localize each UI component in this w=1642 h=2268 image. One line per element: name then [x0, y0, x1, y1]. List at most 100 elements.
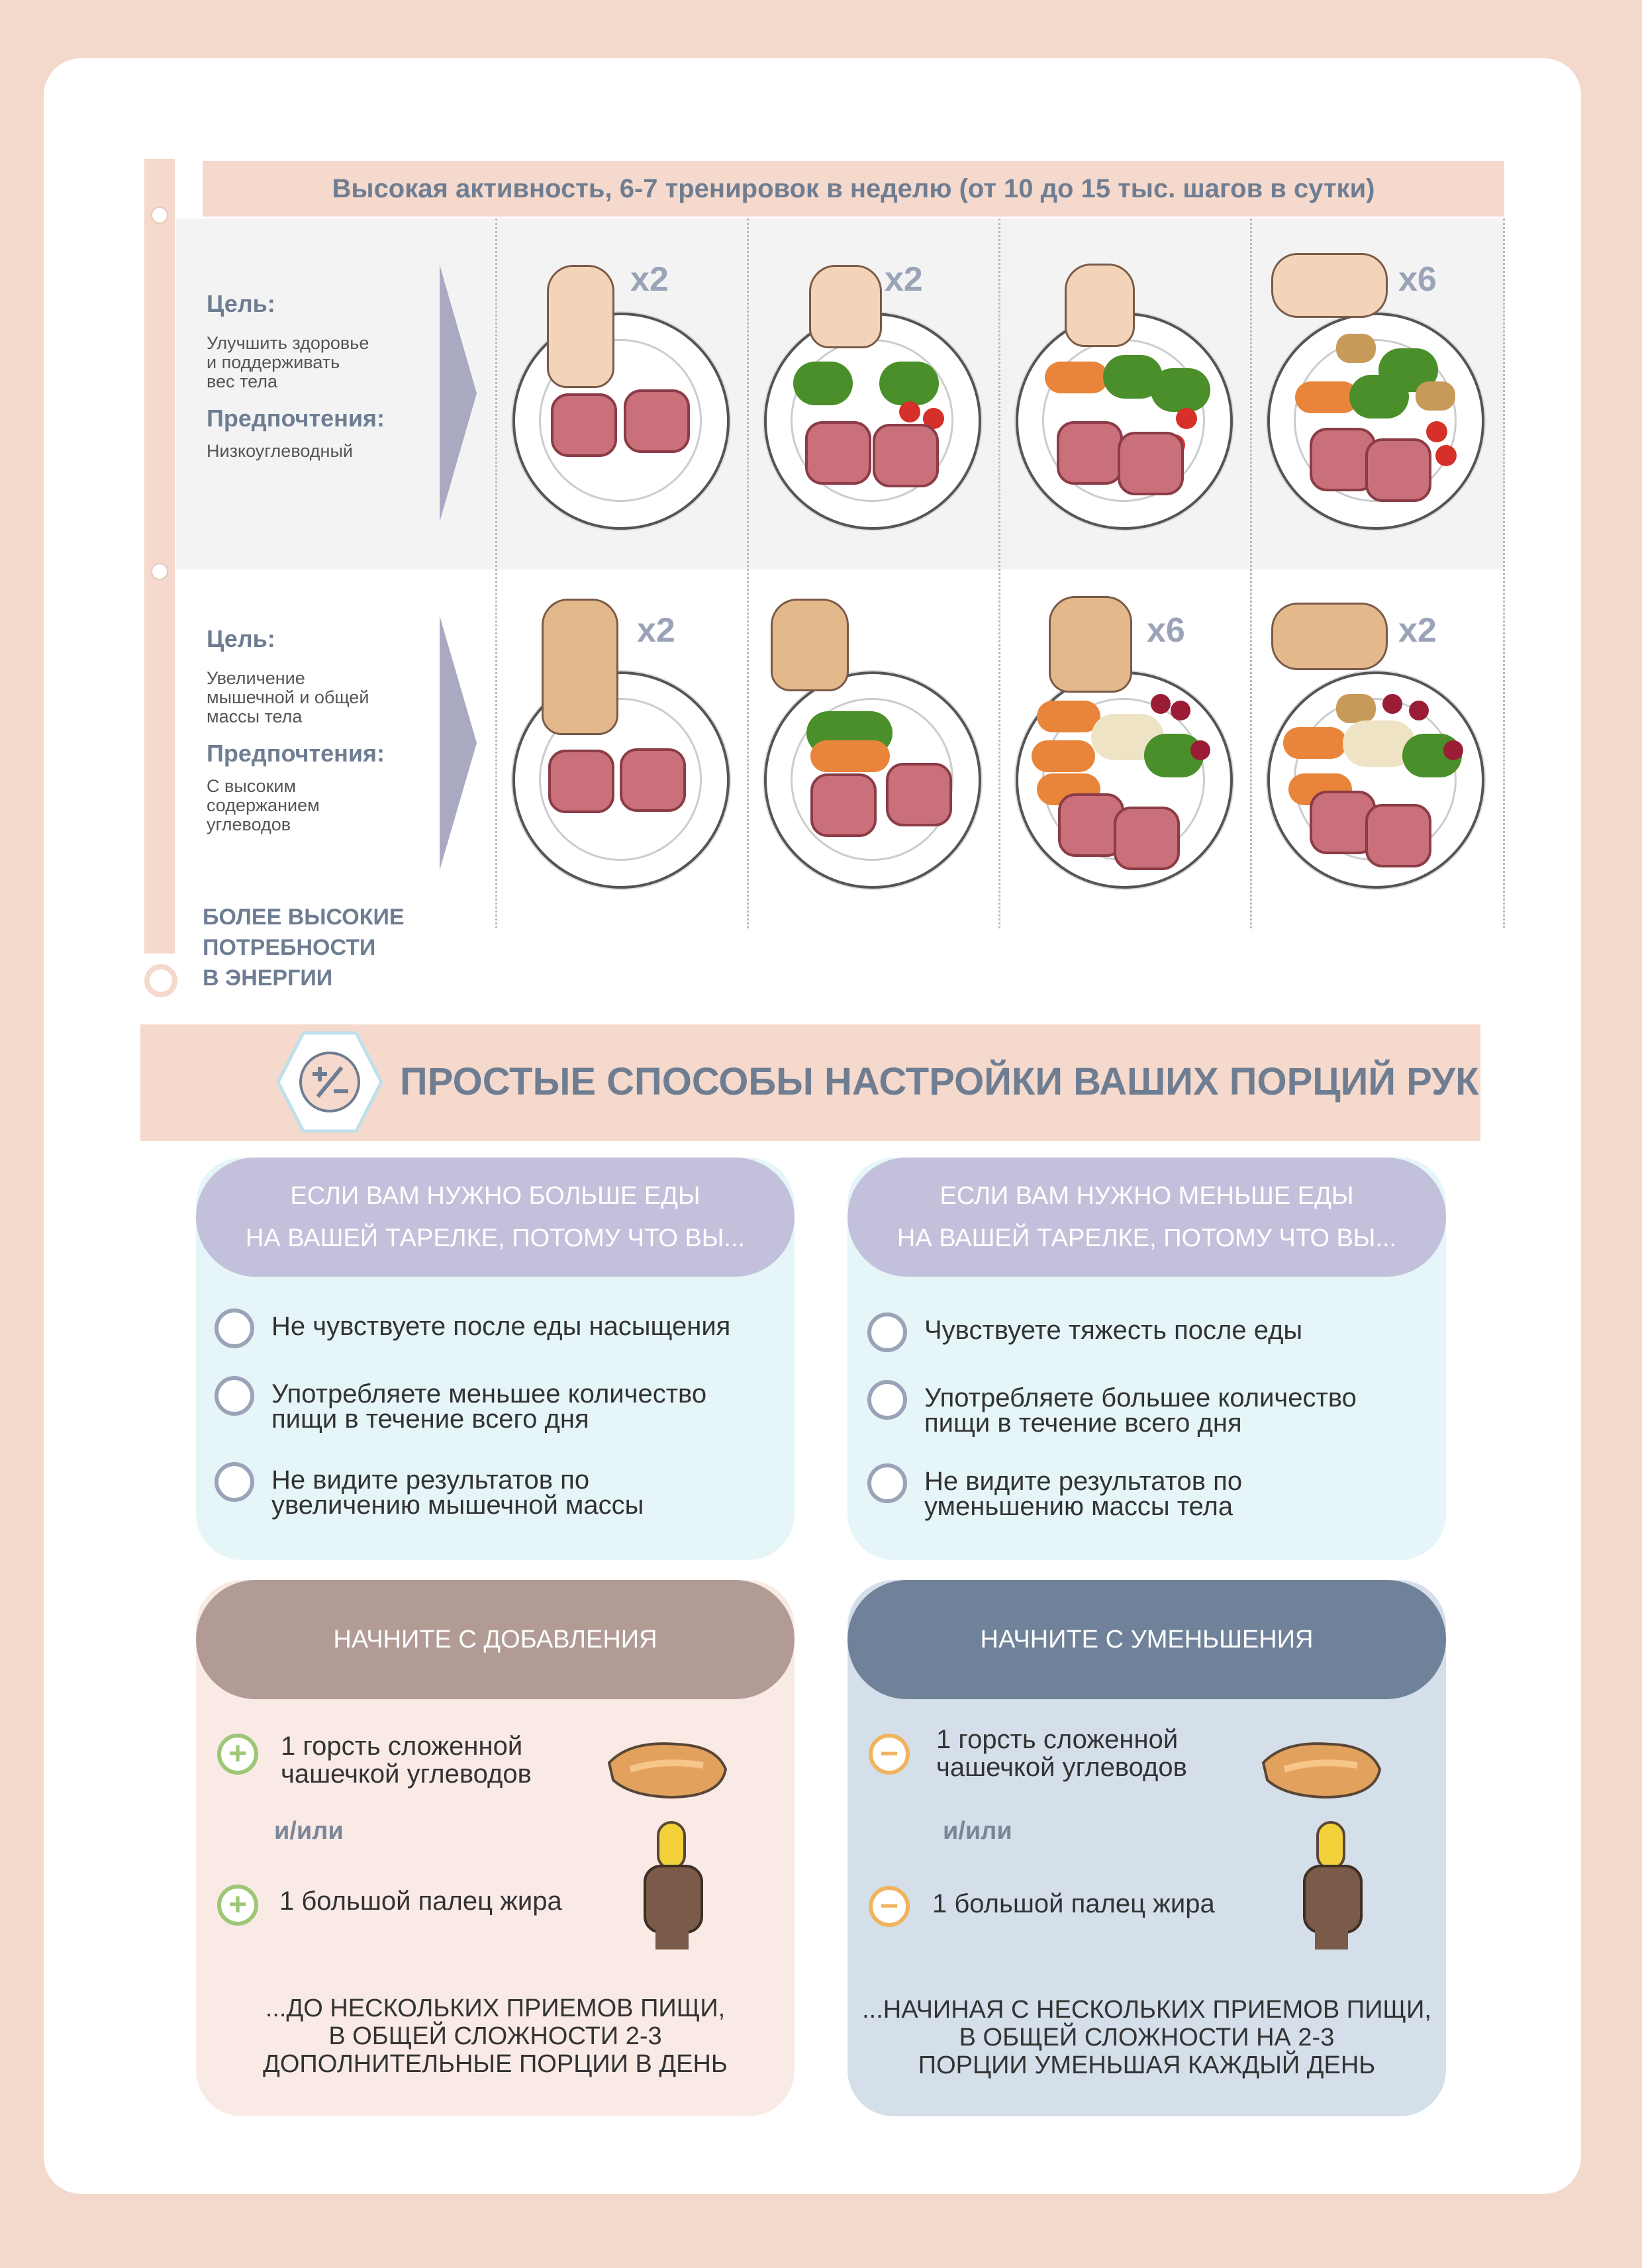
- plate-protein-only: [512, 313, 730, 530]
- minus-circle-icon: −: [869, 1734, 910, 1775]
- goal-text-line: Улучшить здоровье: [207, 333, 369, 353]
- thumbs-up-hand-icon: [1303, 1821, 1363, 1949]
- action-text-line: 1 горсть сложенной: [936, 1725, 1179, 1754]
- timeline-dot: [151, 207, 168, 224]
- goal-text-line: и поддерживать: [207, 352, 340, 372]
- reason-text: пищи в течение всего дня: [271, 1405, 589, 1434]
- reduce-food-footer: ...НАЧИНАЯ С НЕСКОЛЬКИХ ПРИЕМОВ ПИЩИ, В …: [847, 1996, 1446, 2079]
- preferences-label: Предпочтения:: [207, 405, 385, 432]
- activity-header: Высокая активность, 6-7 тренировок в нед…: [203, 161, 1504, 217]
- row-2-goal: Цель: Увеличение мышечной и общей массы …: [207, 625, 425, 834]
- action-title-text: НАЧНИТЕ С УМЕНЬШЕНИЯ: [980, 1626, 1314, 1653]
- reason-text: пищи в течение всего дня: [924, 1408, 1242, 1438]
- minus-circle-icon: −: [869, 1886, 910, 1927]
- plate-protein-vegetables: [764, 313, 981, 530]
- reason-text: Употребляете большее количество: [924, 1383, 1357, 1412]
- palm-hand-icon: [547, 265, 614, 388]
- row-1-arrow-icon: [440, 265, 477, 522]
- preferences-text-line: углеводов: [207, 814, 291, 834]
- reason-text: Не видите результатов по: [924, 1467, 1243, 1496]
- action-text-line: чашечкой углеводов: [281, 1759, 532, 1789]
- energy-note-line: ПОТРЕБНОСТИ: [203, 935, 376, 960]
- goal-text-line: массы тела: [207, 707, 303, 726]
- reason-item: Чувствуете тяжесть после еды: [867, 1312, 1437, 1352]
- timeline-dot: [151, 563, 168, 580]
- thumbs-up-hand-icon: [644, 1821, 703, 1949]
- fist-hand-icon: [771, 599, 849, 691]
- reason-item: Не чувствуете после еды насыщения: [215, 1308, 784, 1348]
- portion-multiplier: x2: [630, 260, 669, 299]
- fist-hand-icon: [809, 265, 882, 348]
- column-divider: [495, 219, 497, 928]
- reason-text: Не видите результатов по: [271, 1465, 590, 1495]
- action-text-line: 1 горсть сложенной: [281, 1732, 523, 1761]
- timeline-end-ring: [144, 964, 177, 997]
- portion-multiplier: x2: [637, 611, 675, 650]
- palm-hand-icon: [542, 599, 618, 735]
- empty-circle-icon: [215, 1376, 254, 1416]
- portion-multiplier: x6: [1398, 260, 1437, 299]
- footer-line: В ОБЩЕЙ СЛОЖНОСТИ 2-3: [328, 2022, 662, 2050]
- less-food-question: ЕСЛИ ВАМ НУЖНО МЕНЬШЕ ЕДЫ НА ВАШЕЙ ТАРЕЛ…: [847, 1158, 1446, 1277]
- fat-portion-text: 1 большой палец жира: [932, 1889, 1215, 1918]
- question-line: НА ВАШЕЙ ТАРЕЛКЕ, ПОТОМУ ЧТО ВЫ...: [245, 1224, 746, 1252]
- reason-text: уменьшению массы тела: [924, 1492, 1233, 1521]
- question-line: НА ВАШЕЙ ТАРЕЛКЕ, ПОТОМУ ЧТО ВЫ...: [896, 1224, 1397, 1252]
- and-or-text: и/или: [943, 1817, 1012, 1845]
- preferences-text-line: С высоким: [207, 776, 297, 796]
- cupped-hand-icon: [1049, 596, 1132, 693]
- cupped-hand-icon: [1261, 1742, 1382, 1799]
- plate-full-meal: [1267, 671, 1484, 889]
- cupped-hand-icon: [607, 1742, 728, 1799]
- goal-label: Цель:: [207, 625, 275, 652]
- section-title: ПРОСТЫЕ СПОСОБЫ НАСТРОЙКИ ВАШИХ ПОРЦИЙ Р…: [400, 1060, 1479, 1103]
- add-food-title: НАЧНИТЕ С ДОБАВЛЕНИЯ: [196, 1580, 795, 1699]
- energy-note-line: БОЛЕЕ ВЫСОКИЕ: [203, 905, 405, 930]
- plate-full-meal: [1267, 313, 1484, 530]
- reason-text: увеличению мышечной массы: [271, 1491, 644, 1520]
- row-1-goal: Цель: Улучшить здоровье и поддерживать в…: [207, 290, 425, 461]
- footer-line: ПОРЦИИ УМЕНЬШАЯ КАЖДЫЙ ДЕНЬ: [918, 2051, 1376, 2079]
- question-line: ЕСЛИ ВАМ НУЖНО БОЛЬШЕ ЕДЫ: [290, 1182, 700, 1210]
- goal-text-line: мышечной и общей: [207, 687, 369, 707]
- cupped-hand-icon: [1065, 264, 1135, 347]
- reason-text: Чувствуете тяжесть после еды: [924, 1316, 1303, 1345]
- column-divider: [998, 219, 1000, 928]
- portion-multiplier: x2: [1398, 611, 1437, 650]
- goal-text-line: Увеличение: [207, 668, 305, 688]
- plus-circle-icon: +: [217, 1885, 258, 1926]
- column-divider: [1503, 219, 1505, 928]
- empty-circle-icon: [867, 1380, 907, 1420]
- footer-line: В ОБЩЕЙ СЛОЖНОСТИ НА 2-3: [959, 2024, 1335, 2051]
- action-title-text: НАЧНИТЕ С ДОБАВЛЕНИЯ: [333, 1626, 657, 1653]
- energy-timeline-bar: [144, 159, 175, 954]
- reduce-food-title: НАЧНИТЕ С УМЕНЬШЕНИЯ: [847, 1580, 1446, 1699]
- preferences-label: Предпочтения:: [207, 740, 385, 767]
- footer-line: ...НАЧИНАЯ С НЕСКОЛЬКИХ ПРИЕМОВ ПИЩИ,: [862, 1996, 1431, 2024]
- row-2-arrow-icon: [440, 616, 477, 870]
- column-divider: [747, 219, 749, 928]
- and-or-text: и/или: [274, 1817, 344, 1845]
- plate-full-meal: [1016, 671, 1233, 889]
- plate-protein-vegetables: [764, 671, 981, 889]
- empty-circle-icon: [867, 1312, 907, 1352]
- footer-line: ...ДО НЕСКОЛЬКИХ ПРИЕМОВ ПИЩИ,: [265, 1995, 726, 2022]
- plate-protein-vegetables-carbs: [1016, 313, 1233, 530]
- portion-multiplier: x2: [885, 260, 923, 299]
- energy-note-line: В ЭНЕРГИИ: [203, 965, 333, 991]
- plus-minus-icon: [277, 1031, 383, 1133]
- plus-circle-icon: +: [217, 1734, 258, 1775]
- column-divider: [1250, 219, 1252, 928]
- question-line: ЕСЛИ ВАМ НУЖНО МЕНЬШЕ ЕДЫ: [940, 1182, 1354, 1210]
- reason-text: Не чувствуете после еды насыщения: [271, 1312, 731, 1341]
- thumb-hand-icon: [1271, 253, 1388, 318]
- empty-circle-icon: [867, 1463, 907, 1503]
- footer-line: ДОПОЛНИТЕЛЬНЫЕ ПОРЦИИ В ДЕНЬ: [263, 2050, 728, 2078]
- action-text-line: чашечкой углеводов: [936, 1753, 1187, 1782]
